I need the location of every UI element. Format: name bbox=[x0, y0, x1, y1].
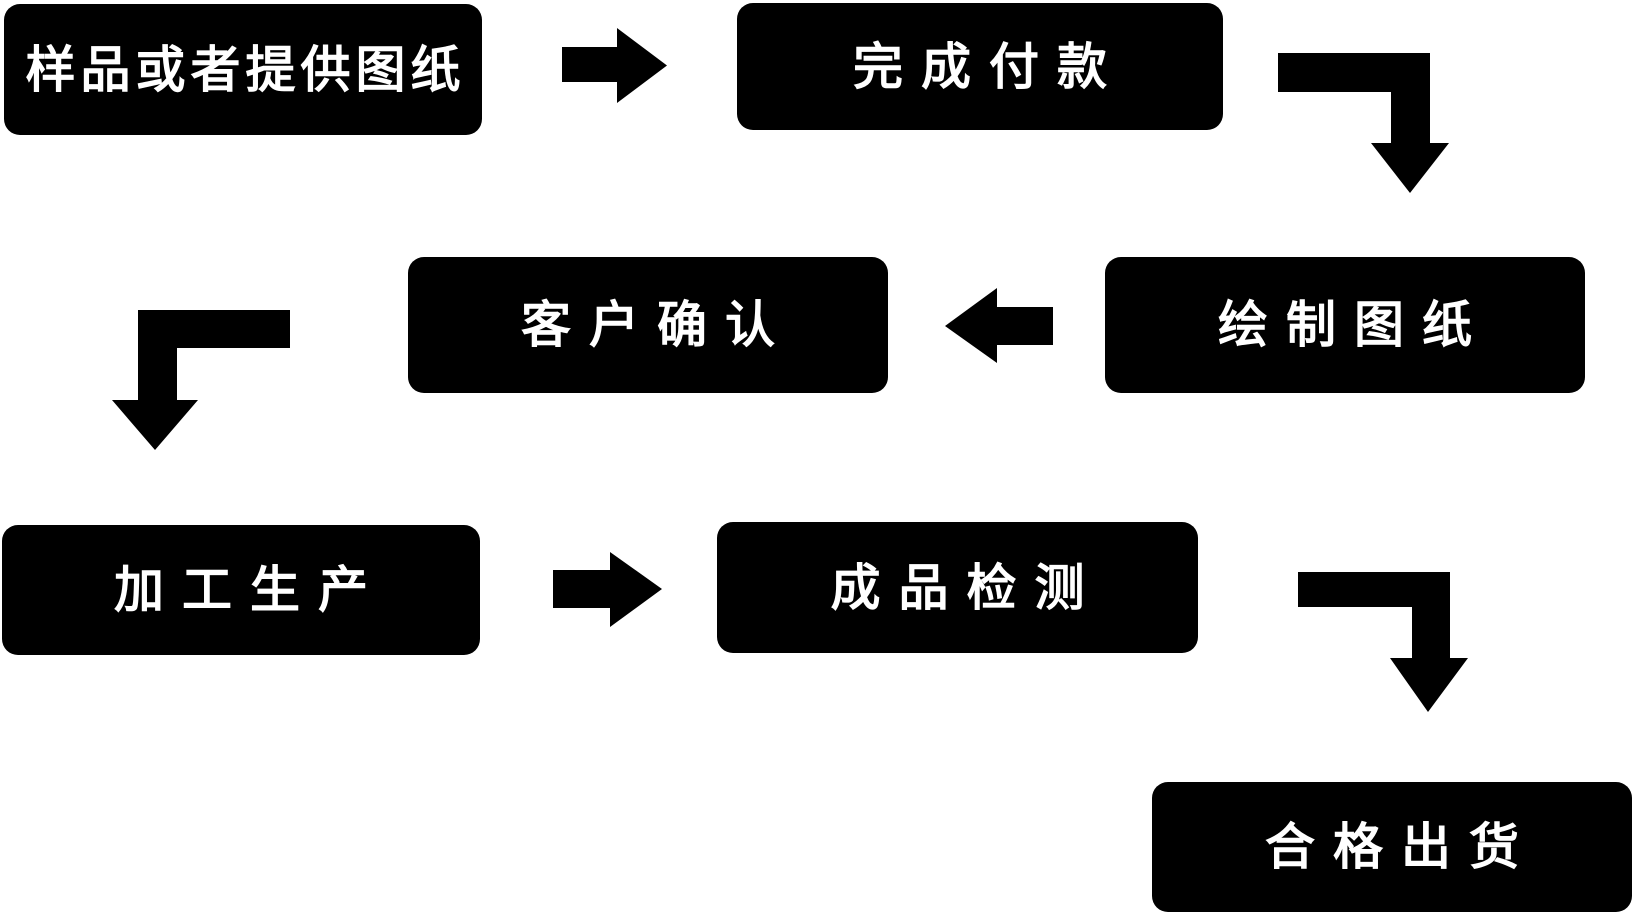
flow-node-label: 完成付款 bbox=[853, 38, 1125, 95]
flow-node-sample-or-drawings: 样品或者提供图纸 bbox=[4, 4, 482, 135]
flow-node-label: 成品检测 bbox=[830, 559, 1103, 616]
arrow-elbow-inspect-to-ship bbox=[1298, 572, 1468, 712]
flow-node-label: 客户确认 bbox=[521, 297, 793, 353]
flow-node-draw-drawings: 绘制图纸 bbox=[1105, 257, 1585, 393]
flow-node-label: 合格出货 bbox=[1265, 819, 1537, 875]
flow-node-label: 样品或者提供图纸 bbox=[25, 41, 466, 98]
flow-node-customer-confirm: 客户确认 bbox=[408, 257, 888, 393]
arrow-right-sample-to-payment bbox=[562, 28, 667, 103]
arrow-elbow-confirm-to-produce bbox=[112, 310, 290, 450]
flow-node-label: 绘制图纸 bbox=[1218, 297, 1490, 353]
flow-node-complete-payment: 完成付款 bbox=[737, 3, 1223, 130]
arrow-right-produce-to-inspect bbox=[553, 552, 662, 627]
arrow-elbow-payment-to-draw bbox=[1278, 53, 1449, 193]
flow-node-product-inspection: 成品检测 bbox=[717, 522, 1198, 653]
flow-node-label: 加工生产 bbox=[114, 562, 386, 618]
flow-node-qualified-shipment: 合格出货 bbox=[1152, 782, 1632, 912]
arrow-left-draw-to-confirm bbox=[945, 288, 1053, 363]
flow-node-processing-production: 加工生产 bbox=[2, 525, 480, 655]
